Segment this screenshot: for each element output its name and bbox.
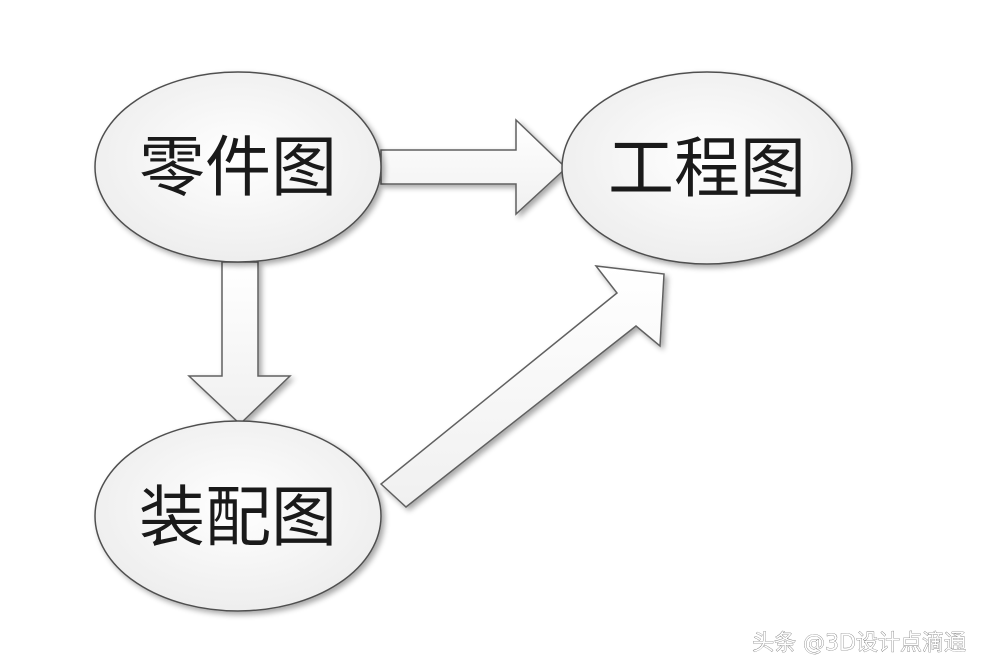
watermark-text: 头条 @3D设计点滴通 [752, 631, 966, 656]
node-assembly-drawing: 装配图 [94, 420, 382, 612]
arrow-assembly-to-engineering [379, 265, 665, 508]
node-engineering-drawing-label: 工程图 [608, 130, 806, 207]
node-part-drawing: 零件图 [94, 71, 382, 263]
node-part-drawing-label: 零件图 [139, 129, 337, 206]
node-assembly-drawing-label: 装配图 [139, 479, 337, 556]
arrow-part-to-engineering [380, 118, 568, 216]
arrow-part-to-assembly [187, 261, 292, 426]
node-engineering-drawing: 工程图 [561, 71, 853, 265]
